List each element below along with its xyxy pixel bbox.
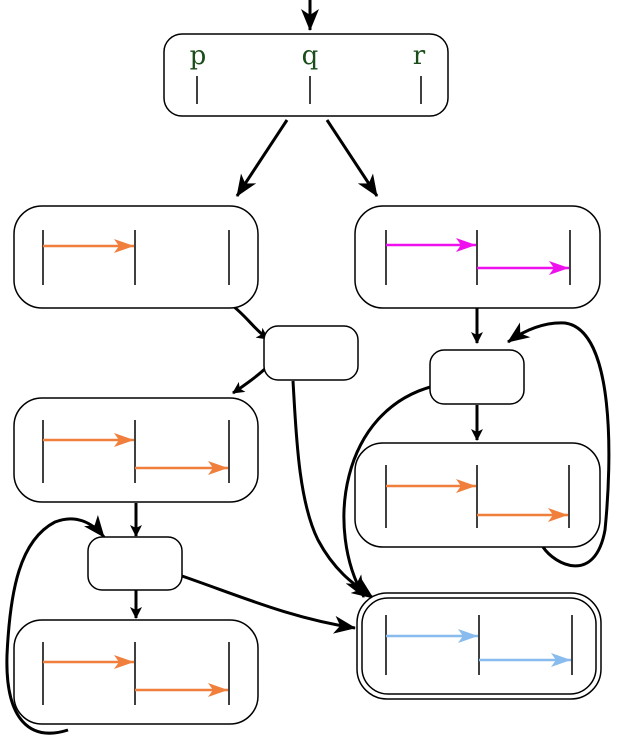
edge-initial-to-a (235, 119, 289, 197)
edge-j3-to-final (181, 574, 356, 634)
process-label-r: r (413, 41, 426, 71)
state-a (13, 205, 259, 309)
state-c (13, 397, 259, 503)
choice-node-j2 (429, 349, 525, 405)
edge-j1-to-c (232, 366, 268, 395)
state-e (13, 619, 259, 725)
choice-node-j3 (87, 536, 183, 591)
choice-node-j1 (263, 325, 359, 381)
edge-j2-to-final (342, 384, 435, 598)
state-final (356, 592, 602, 700)
edge-e-loop-to-j3 (5, 514, 106, 735)
state-b (354, 205, 601, 309)
transitions (5, 0, 611, 735)
process-label-p: p (190, 41, 207, 71)
edge-initial-to-b (325, 119, 379, 197)
edge-a-to-j1 (232, 304, 269, 341)
state-initial: p q r (163, 33, 449, 117)
state-d (354, 442, 601, 548)
process-label-q: q (302, 41, 319, 71)
edge-d-loop-to-j2 (507, 321, 611, 568)
